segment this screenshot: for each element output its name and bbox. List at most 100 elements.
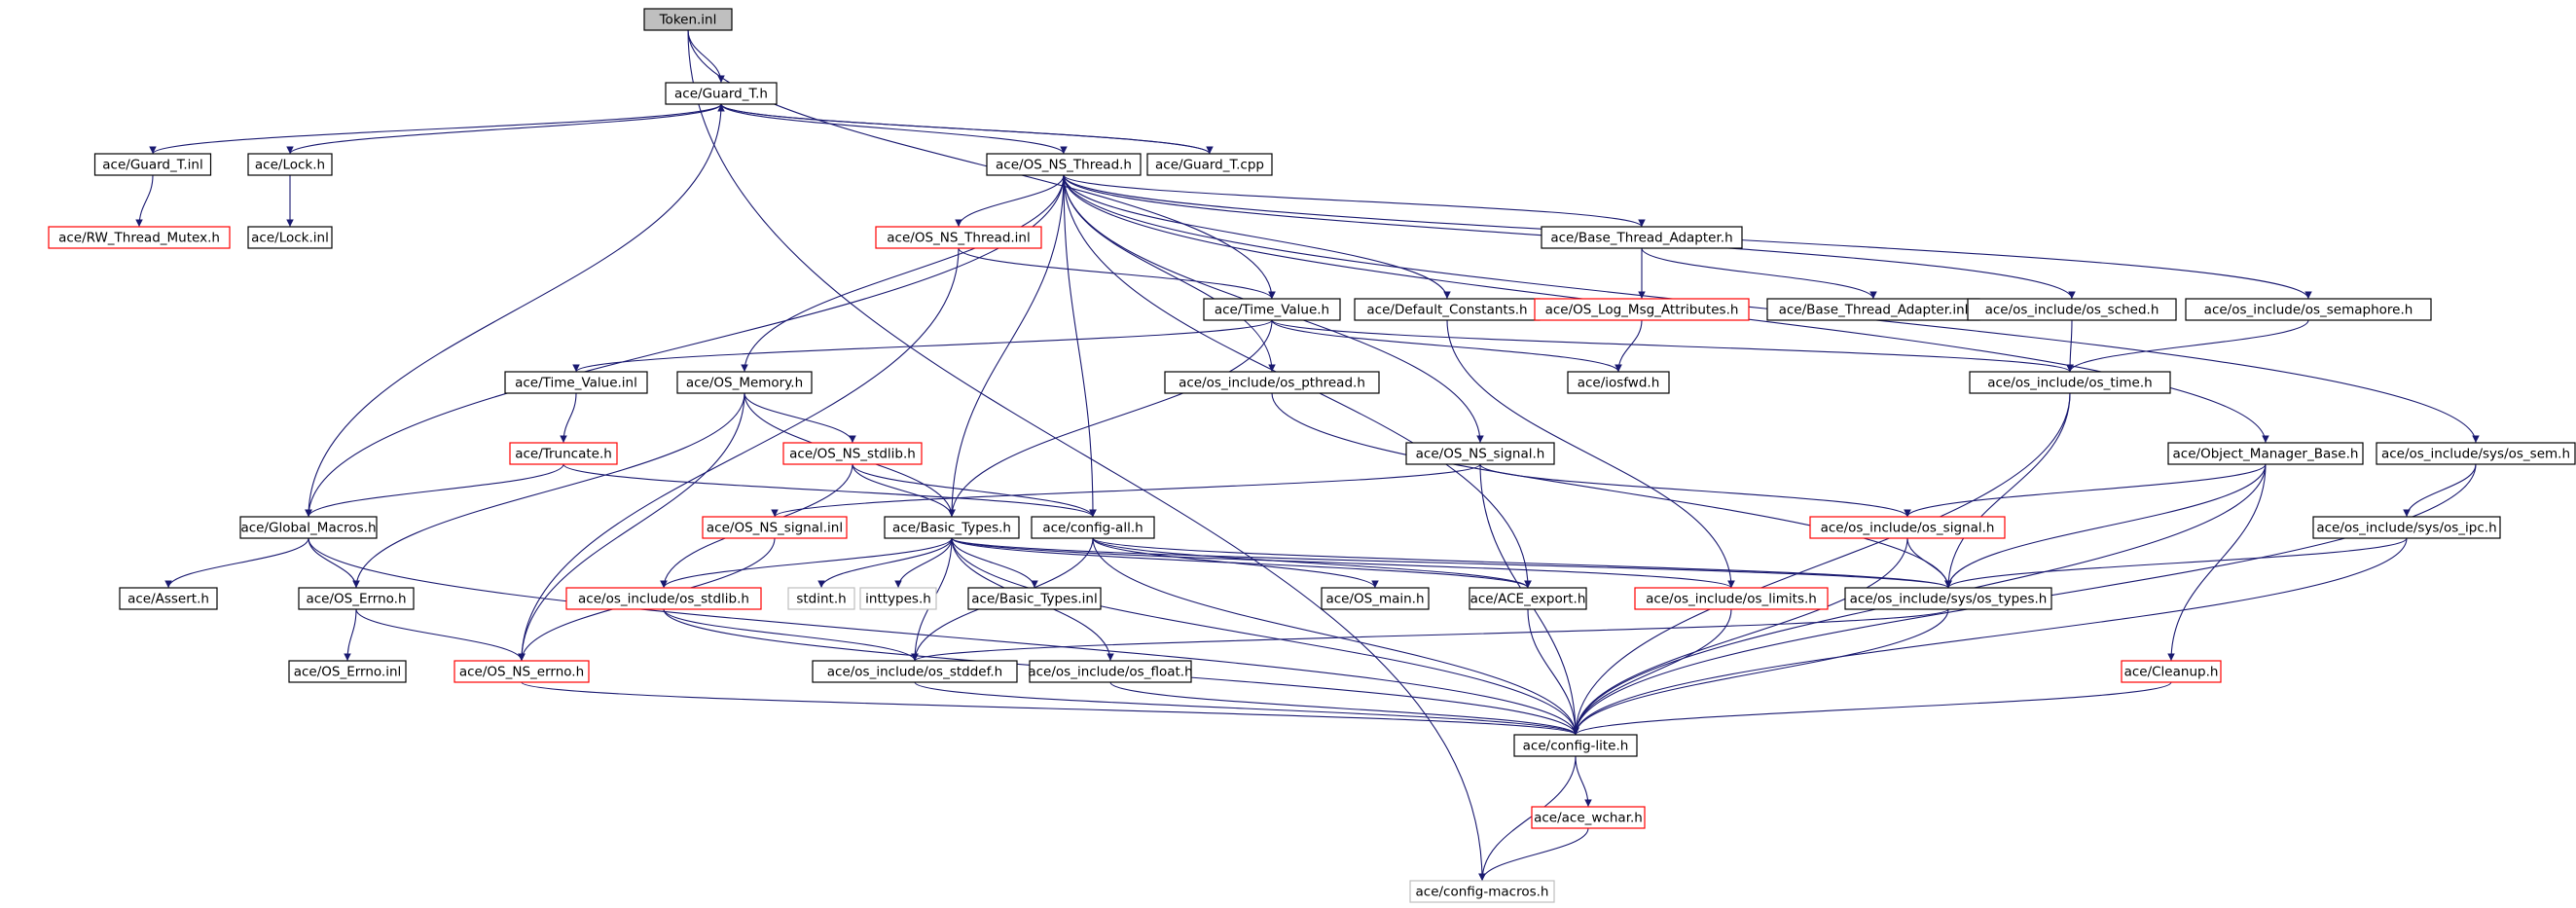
node-os-semaphore-h[interactable]: ace/os_include/os_semaphore.h xyxy=(2185,298,2432,321)
node-label: ace/OS_main.h xyxy=(1325,592,1424,607)
node-label: ace/Object_Manager_Base.h xyxy=(2173,447,2359,462)
node-cleanup-h[interactable]: ace/Cleanup.h xyxy=(2121,660,2222,683)
node-ace-wchar-h[interactable]: ace/ace_wchar.h xyxy=(1531,806,1646,829)
node-os-ipc-h[interactable]: ace/os_include/sys/os_ipc.h xyxy=(2312,516,2501,539)
node-label: stdint.h xyxy=(796,592,846,607)
node-os-errno-inl[interactable]: ace/OS_Errno.inl xyxy=(288,660,407,683)
node-os-log-msg-attributes-h[interactable]: ace/OS_Log_Msg_Attributes.h xyxy=(1534,298,1750,321)
node-iosfwd-h[interactable]: ace/iosfwd.h xyxy=(1567,371,1670,394)
node-label: ace/OS_NS_signal.inl xyxy=(707,521,843,536)
node-os-signal-h[interactable]: ace/os_include/os_signal.h xyxy=(1809,516,2006,539)
edge-line xyxy=(1572,608,1732,736)
node-box xyxy=(812,660,1018,683)
node-box xyxy=(504,371,648,394)
node-os-ns-signal-inl[interactable]: ace/OS_NS_signal.inl xyxy=(702,516,848,539)
node-label: ace/os_include/os_limits.h xyxy=(1646,592,1817,607)
edge-config_all_h-to-os_main_h xyxy=(1092,537,1379,589)
node-os-float-h[interactable]: ace/os_include/os_float.h xyxy=(1028,660,1193,683)
node-box xyxy=(1634,587,1829,610)
edge-line xyxy=(2066,319,2074,373)
edge-line xyxy=(1109,681,1579,736)
node-os-ns-errno-h[interactable]: ace/OS_NS_errno.h xyxy=(454,660,590,683)
edge-line xyxy=(164,537,309,589)
node-guard-t-cpp[interactable]: ace/Guard_T.cpp xyxy=(1146,153,1273,176)
node-box xyxy=(247,153,333,176)
node-os-sem-h[interactable]: ace/os_include/sys/os_sem.h xyxy=(2376,442,2576,465)
node-os-ns-thread-inl[interactable]: ace/OS_NS_Thread.inl xyxy=(875,226,1042,249)
edge-ace_wchar_h-to-config_macros_h xyxy=(1478,827,1589,882)
node-label: ace/OS_Errno.h xyxy=(306,592,406,607)
node-os-stdlib-h[interactable]: ace/os_include/os_stdlib.h xyxy=(565,587,762,610)
edge-line xyxy=(521,681,1579,736)
node-os-pthread-h[interactable]: ace/os_include/os_pthread.h xyxy=(1164,371,1380,394)
node-label: ace/config-macros.h xyxy=(1416,885,1549,900)
node-box xyxy=(1534,298,1750,321)
node-ace-export-h[interactable]: ace/ACE_export.h xyxy=(1469,587,1587,610)
node-os-errno-h[interactable]: ace/OS_Errno.h xyxy=(298,587,415,610)
node-os-main-h[interactable]: ace/OS_main.h xyxy=(1321,587,1430,610)
node-lock-h[interactable]: ace/Lock.h xyxy=(247,153,333,176)
edge-line xyxy=(717,103,1211,155)
node-base-thread-adapter-h[interactable]: ace/Base_Thread_Adapter.h xyxy=(1541,226,1743,249)
node-label: ace/OS_NS_Thread.inl xyxy=(887,231,1030,246)
node-os-limits-h[interactable]: ace/os_include/os_limits.h xyxy=(1634,587,1829,610)
edge-line xyxy=(2066,319,2309,373)
node-guard-t-inl[interactable]: ace/Guard_T.inl xyxy=(93,153,212,176)
node-os-memory-h[interactable]: ace/OS_Memory.h xyxy=(676,371,813,394)
node-truncate-h[interactable]: ace/Truncate.h xyxy=(509,442,618,465)
node-label: ace/Base_Thread_Adapter.h xyxy=(1550,231,1732,246)
node-box xyxy=(119,587,218,610)
node-inttypes-h[interactable]: inttypes.h xyxy=(859,587,937,610)
node-config-macros-h[interactable]: ace/config-macros.h xyxy=(1409,880,1555,903)
node-stdint-h[interactable]: stdint.h xyxy=(787,587,855,610)
node-config-lite-h[interactable]: ace/config-lite.h xyxy=(1513,734,1638,757)
edge-config_all_h-to-config_lite_h xyxy=(1092,537,1579,736)
node-os-ns-thread-h[interactable]: ace/OS_NS_Thread.h xyxy=(986,153,1142,176)
node-label: ace/OS_Memory.h xyxy=(686,376,803,391)
edge-line xyxy=(562,463,1097,518)
node-label: ace/os_include/os_time.h xyxy=(1987,376,2152,391)
node-label: ace/OS_NS_errno.h xyxy=(459,665,584,680)
edge-time_value_h-to-iosfwd_h xyxy=(1271,319,1622,373)
node-basic-types-inl[interactable]: ace/Basic_Types.inl xyxy=(967,587,1102,610)
edge-basic_types_h-to-stdint_h xyxy=(817,537,953,589)
edge-line xyxy=(352,392,745,589)
node-default-constants-h[interactable]: ace/Default_Constants.h xyxy=(1354,298,1541,321)
node-box xyxy=(665,82,778,105)
node-basic-types-h[interactable]: ace/Basic_Types.h xyxy=(884,516,1020,539)
node-global-macros-h[interactable]: ace/Global_Macros.h xyxy=(239,516,378,539)
node-box xyxy=(2167,442,2364,465)
edge-line xyxy=(1575,755,1592,808)
node-time-value-h[interactable]: ace/Time_Value.h xyxy=(1203,298,1341,321)
node-lock-inl[interactable]: ace/Lock.inl xyxy=(247,226,333,249)
node-os-stddef-h[interactable]: ace/os_include/os_stddef.h xyxy=(812,660,1018,683)
node-os-ns-stdlib-h[interactable]: ace/OS_NS_stdlib.h xyxy=(782,442,923,465)
node-box xyxy=(2312,516,2501,539)
node-box xyxy=(643,8,733,31)
node-guard-t-h[interactable]: ace/Guard_T.h xyxy=(665,82,778,105)
node-os-ns-signal-h[interactable]: ace/OS_NS_signal.h xyxy=(1405,442,1555,465)
edge-line xyxy=(344,608,357,662)
node-config-all-h[interactable]: ace/config-all.h xyxy=(1031,516,1155,539)
edge-os_ns_thread_h-to-default_constants_h xyxy=(1063,174,1451,300)
node-box xyxy=(247,226,333,249)
edge-line xyxy=(817,537,953,589)
node-label: ace/os_include/os_stddef.h xyxy=(827,665,1002,680)
node-object-manager-base-h[interactable]: ace/Object_Manager_Base.h xyxy=(2167,442,2364,465)
node-time-value-inl[interactable]: ace/Time_Value.inl xyxy=(504,371,648,394)
node-label: ace/Base_Thread_Adapter.inl xyxy=(1779,303,1969,318)
node-os-sched-h[interactable]: ace/os_include/os_sched.h xyxy=(1967,298,2177,321)
node-box xyxy=(1541,226,1743,249)
node-os-time-h[interactable]: ace/os_include/os_time.h xyxy=(1969,371,2171,394)
edge-time_value_h-to-basic_types_h xyxy=(948,319,1273,518)
node-assert-h[interactable]: ace/Assert.h xyxy=(119,587,218,610)
node-base-thread-adapter-inl[interactable]: ace/Base_Thread_Adapter.inl xyxy=(1766,298,1980,321)
node-os-types-h[interactable]: ace/os_include/sys/os_types.h xyxy=(1844,587,2052,610)
edge-config_all_h-to-ace_export_h xyxy=(1092,537,1532,589)
node-token-inl: Token.inl xyxy=(643,8,733,31)
edge-truncate_h-to-global_macros_h xyxy=(305,463,564,518)
edge-line xyxy=(1092,537,1532,589)
edge-line xyxy=(1906,537,1952,589)
node-rw-thread-mutex-h[interactable]: ace/RW_Thread_Mutex.h xyxy=(48,226,231,249)
